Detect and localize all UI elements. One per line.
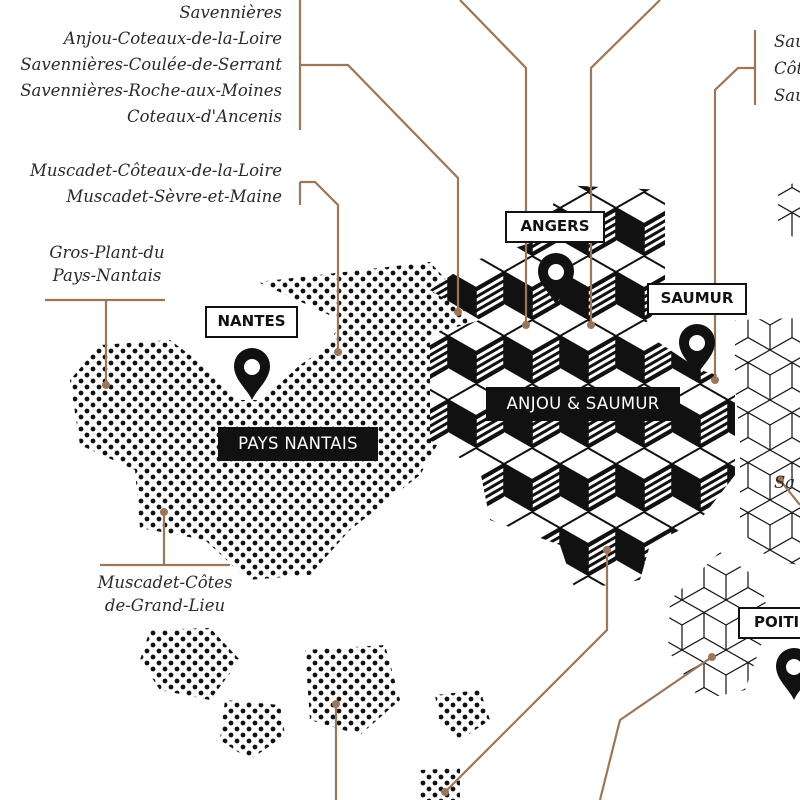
map-pin-icon <box>234 348 270 400</box>
appellation-label: Muscadet-Sèvre-et-Maine <box>66 187 282 206</box>
appellation-group-right-mid: Sa <box>774 470 795 496</box>
map-pin-icon <box>776 648 800 700</box>
appellation-label: Côt <box>774 59 800 78</box>
appellation-label: de-Grand-Lieu <box>104 596 226 615</box>
appellation-label: Savennières-Coulée-de-Serrant <box>20 55 282 74</box>
map-pin-icon <box>538 253 574 305</box>
appellation-label: Savennières-Roche-aux-Moines <box>20 81 282 100</box>
appellation-label: Savennières <box>179 3 282 22</box>
appellation-label: Gros-Plant-du <box>49 243 165 262</box>
appellation-label: Sau <box>774 86 800 105</box>
region-label-pays-nantais: PAYS NANTAIS <box>218 427 378 461</box>
pays-nantais-area <box>70 262 490 800</box>
poitou-area <box>668 180 800 700</box>
appellation-label: Sau <box>774 32 800 51</box>
appellation-label: Sa <box>774 473 796 492</box>
appellation-label: Coteaux-d'Ancenis <box>126 107 282 126</box>
appellation-group-top: Savennières Anjou-Coteaux-de-la-Loire Sa… <box>20 0 282 130</box>
city-label-poitiers: POITI <box>738 607 800 639</box>
appellation-group-right: Sau Côt Sau <box>774 28 800 109</box>
city-label-saumur: SAUMUR <box>647 283 747 315</box>
map-pin-icon <box>679 324 715 376</box>
region-label-anjou-saumur: ANJOU & SAUMUR <box>486 387 680 421</box>
appellation-label: Muscadet-Côtes <box>97 573 233 592</box>
appellation-group-grand-lieu: Muscadet-Côtes de-Grand-Lieu <box>80 571 250 617</box>
city-label-nantes: NANTES <box>205 306 298 338</box>
leader-dots <box>102 308 784 796</box>
appellation-group-muscadet: Muscadet-Côteaux-de-la-Loire Muscadet-Sè… <box>30 158 282 210</box>
appellation-label: Pays-Nantais <box>52 266 162 285</box>
appellation-label: Muscadet-Côteaux-de-la-Loire <box>29 161 282 180</box>
appellation-label: Anjou-Coteaux-de-la-Loire <box>63 29 282 48</box>
appellation-group-gros-plant: Gros-Plant-du Pays-Nantais <box>32 241 182 287</box>
city-label-angers: ANGERS <box>505 211 605 243</box>
